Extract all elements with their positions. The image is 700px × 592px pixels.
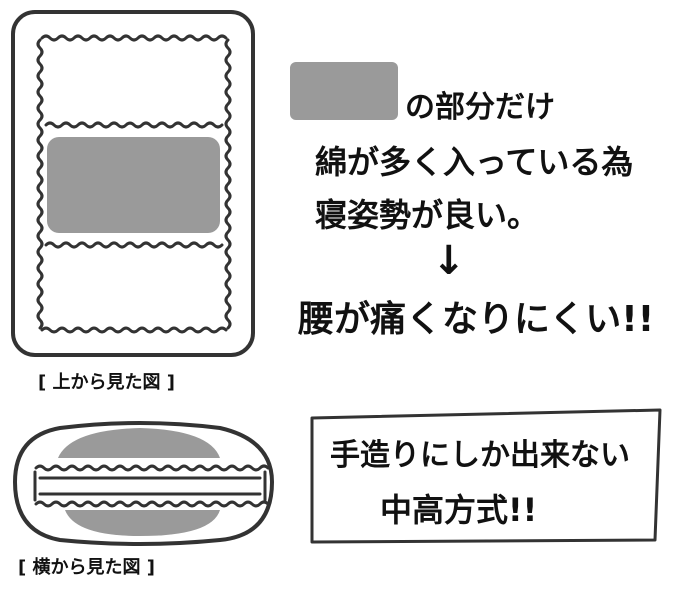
top-wavy-line-lower [44,241,224,249]
top-wavy-line-upper [44,121,224,129]
callout-line-1: 手造りにしか出来ない [330,438,630,473]
side-thick-cotton-bottom [65,510,220,536]
top-wavy-border [36,34,232,334]
callout-line-2: 中高方式!! [380,491,538,529]
side-thick-cotton-top [58,428,220,458]
futon-top-outline [11,10,255,357]
futon-side-outline [13,421,274,546]
explanation-line-3: 寝姿勢が良い。 [315,196,540,234]
down-arrow-icon: ↓ [432,238,466,284]
explanation-line-1: の部分だけ [405,90,555,125]
side-inner-layer [33,470,267,502]
side-wavy-bottom [34,500,270,508]
side-wavy-top [34,464,270,472]
legend-gray-swatch [290,62,398,120]
explanation-line-2: 綿が多く入っている為 [315,143,634,181]
top-thick-cotton-area [47,137,220,233]
side-view-caption: [ 横から見た図 ] [18,557,155,578]
top-view-caption: [ 上から見た図 ] [38,372,175,393]
conclusion-text: 腰が痛くなりにくい!! [298,299,655,340]
callout-box [310,408,662,544]
